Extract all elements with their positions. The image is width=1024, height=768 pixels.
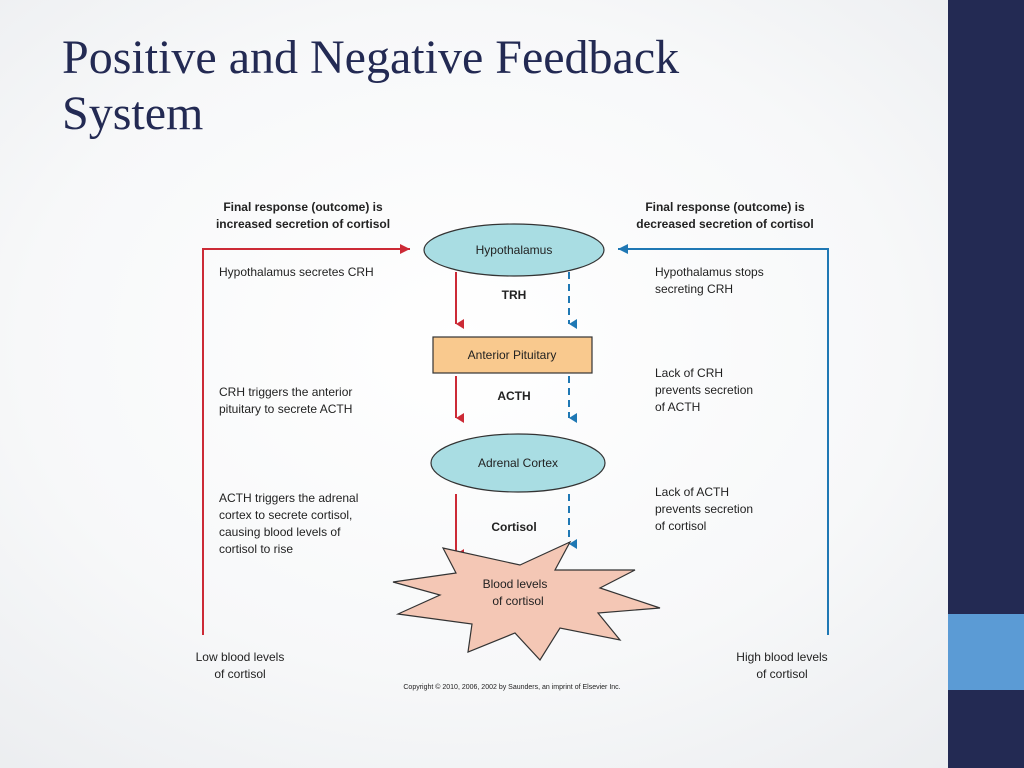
right-step-3-line-1: Lack of ACTH (655, 485, 729, 499)
right-header-line-1: Final response (outcome) is (645, 200, 805, 214)
right-step-1-line-2: secreting CRH (655, 282, 733, 296)
left-step-3-line-1: ACTH triggers the adrenal (219, 491, 358, 505)
left-header-line-1: Final response (outcome) is (223, 200, 383, 214)
blood-levels-label-line-1: Blood levels (483, 577, 548, 591)
sidebar-accent-block (948, 614, 1024, 690)
left-step-3-line-4: cortisol to rise (219, 542, 293, 556)
left-step-2-line-1: CRH triggers the anterior (219, 385, 352, 399)
hormone-label-trh: TRH (502, 288, 527, 302)
hypothalamus-node (423, 223, 605, 277)
right-step-2-line-3: of ACTH (655, 400, 700, 414)
left-header-line-2: increased secretion of cortisol (216, 217, 390, 231)
right-step-2-line-2: prevents secretion (655, 383, 753, 397)
left-footer-line-2: of cortisol (214, 667, 265, 681)
left-footer-line-1: Low blood levels (196, 650, 285, 664)
right-step-3-line-3: of cortisol (655, 519, 706, 533)
left-step-1-line-1: Hypothalamus secretes CRH (219, 265, 374, 279)
right-step-3-line-2: prevents secretion (655, 502, 753, 516)
negative-feedback-loop-arrow (618, 244, 829, 635)
copyright-notice: Copyright © 2010, 2006, 2002 by Saunders… (403, 683, 620, 691)
slide-title: Positive and Negative Feedback System (62, 30, 922, 142)
positive-feedback-loop-arrow (202, 244, 410, 635)
adrenal-cortex-label: Adrenal Cortex (478, 456, 558, 470)
adrenal-cortex-node (430, 433, 606, 493)
right-header-line-2: decreased secretion of cortisol (636, 217, 813, 231)
hypothalamus-label: Hypothalamus (476, 243, 553, 257)
anterior-pituitary-label: Anterior Pituitary (468, 348, 557, 362)
blood-levels-label-line-2: of cortisol (492, 594, 543, 608)
anterior-pituitary-node (432, 336, 593, 374)
hormone-label-acth: ACTH (497, 389, 530, 403)
slide-title-line-1: Positive and Negative Feedback (62, 31, 680, 84)
left-step-2-line-2: pituitary to secrete ACTH (219, 402, 352, 416)
right-step-1-line-1: Hypothalamus stops (655, 265, 764, 279)
slide-title-line-2: System (62, 87, 204, 140)
left-step-3-line-3: causing blood levels of (219, 525, 341, 539)
blood-levels-burst-node (392, 540, 661, 661)
left-step-3-line-2: cortex to secrete cortisol, (219, 508, 352, 522)
right-step-2-line-1: Lack of CRH (655, 366, 723, 380)
hormone-label-cortisol: Cortisol (491, 520, 536, 534)
right-footer-line-2: of cortisol (756, 667, 807, 681)
right-footer-line-1: High blood levels (736, 650, 827, 664)
